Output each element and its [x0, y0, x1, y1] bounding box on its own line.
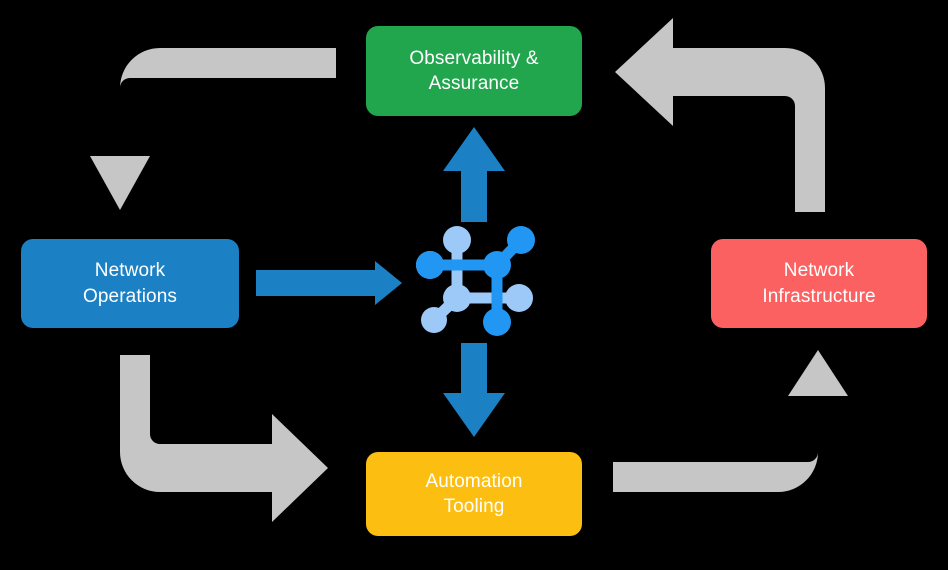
gray-arrow-automation-tooling-to-network-infrastructure — [613, 350, 848, 492]
node-network-operations[interactable]: Network Operations — [21, 239, 239, 328]
node-observability-assurance[interactable]: Observability & Assurance — [366, 26, 582, 116]
gray-arrow-network-infrastructure-to-observability — [615, 18, 825, 212]
topology-dark-nodes — [416, 226, 535, 336]
blue-arrow-center-to-automation-tooling — [443, 343, 505, 437]
gray-arrow-observability-to-network-operations — [90, 48, 336, 210]
node-automation-tooling[interactable]: Automation Tooling — [366, 452, 582, 536]
blue-arrow-center-to-observability — [443, 127, 505, 222]
gray-arrow-network-operations-to-automation-tooling — [120, 355, 328, 522]
blue-arrow-network-operations-to-center — [256, 261, 402, 305]
node-network-infrastructure[interactable]: Network Infrastructure — [711, 239, 927, 328]
